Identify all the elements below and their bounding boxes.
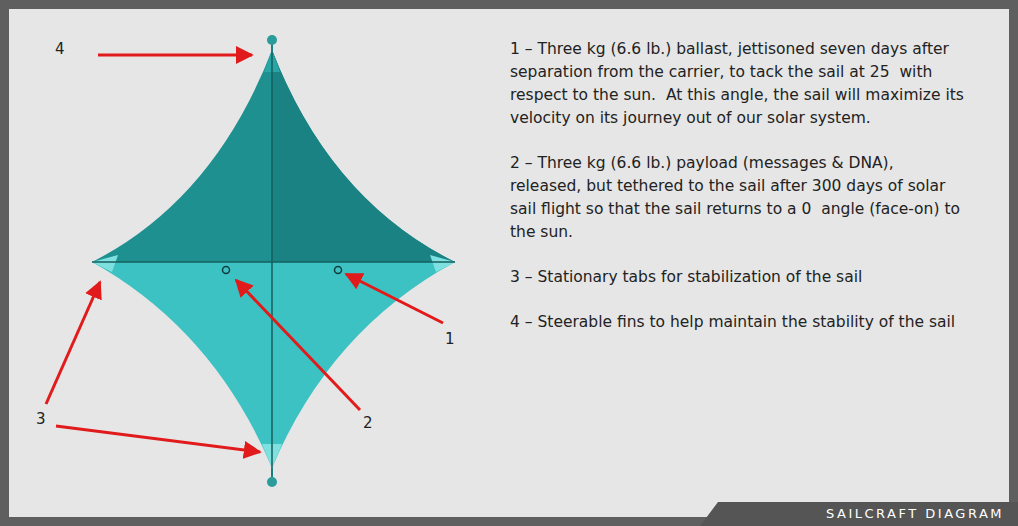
caption-tab	[700, 502, 1018, 526]
ballast-dot	[335, 267, 342, 274]
callout-arrow	[46, 282, 100, 404]
callout-number: 3	[36, 410, 46, 428]
tab	[92, 255, 118, 272]
sail-upper-shade	[272, 50, 455, 262]
callout-number: 4	[55, 40, 65, 58]
callout-description: 2 – Three kg (6.6 lb.) payload (messages…	[510, 152, 965, 244]
callout-description: 4 – Steerable fins to help maintain the …	[510, 311, 965, 334]
steerable-fin	[267, 477, 277, 487]
callout-description: 1 – Three kg (6.6 lb.) ballast, jettison…	[510, 38, 965, 130]
callout-arrow	[98, 54, 252, 57]
caption: SAILCRAFT DIAGRAM	[826, 505, 1004, 523]
callout-number: 2	[363, 414, 373, 432]
callout-arrow	[56, 426, 260, 452]
fin-stem	[271, 468, 273, 478]
spar	[271, 50, 273, 468]
payload-dot	[223, 267, 230, 274]
callout-description: 3 – Stationary tabs for stabilization of…	[510, 266, 965, 289]
tab	[430, 255, 455, 272]
panel-ground	[9, 9, 1009, 517]
steerable-fin	[267, 35, 277, 45]
spar	[92, 261, 455, 263]
sail-upper	[92, 50, 455, 262]
callout-arrow	[346, 274, 443, 323]
callout-arrow	[236, 280, 360, 410]
callout-number: 1	[445, 330, 455, 348]
